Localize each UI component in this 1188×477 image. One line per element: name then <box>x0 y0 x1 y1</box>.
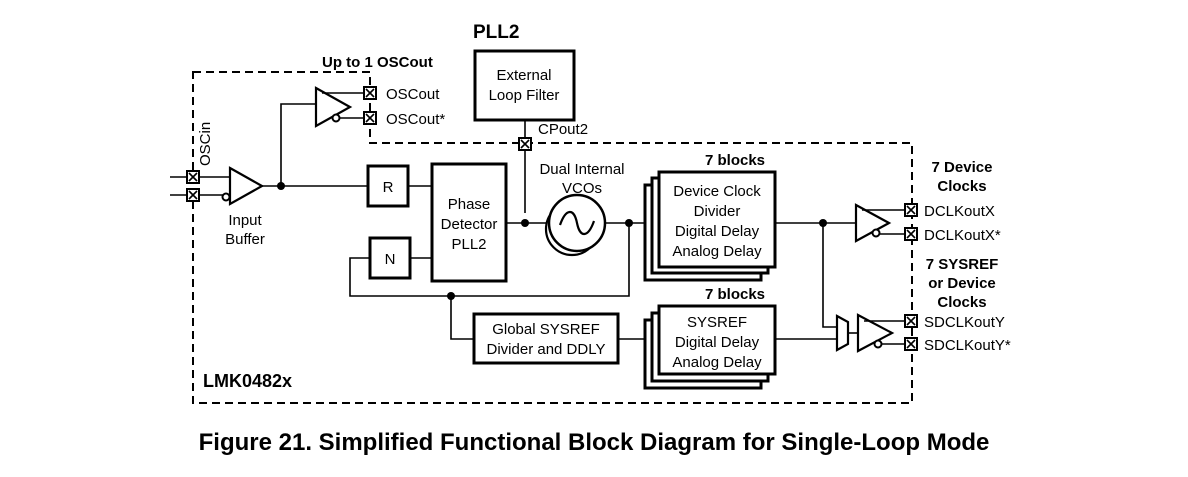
figure-caption: Figure 21. Simplified Functional Block D… <box>199 429 990 456</box>
input-buffer-label-1: Input <box>228 212 262 229</box>
oscin-pos-pin <box>186 170 200 184</box>
oscout-feed-wire <box>280 103 316 186</box>
external-loop-filter-box <box>473 49 576 122</box>
dclk-to-mux-wire <box>822 223 837 328</box>
sysref-out-heading-2: or Device <box>928 275 996 292</box>
pll2-title: PLL2 <box>473 22 519 43</box>
r-divider-label: R <box>383 179 394 196</box>
device-clocks-heading-1: 7 Device <box>932 159 993 176</box>
device-clocks-heading-2: Clocks <box>937 178 986 195</box>
inversion-bubble <box>331 113 341 123</box>
sysref-line1: SYSREF <box>687 314 747 331</box>
sdclkouty-neg-pin <box>904 337 918 351</box>
dclkoutx-neg-label: DCLKoutX* <box>924 227 1001 244</box>
pd-line2: Detector <box>441 216 498 233</box>
oscout-heading: Up to 1 OSCout <box>322 54 433 71</box>
dclk-line4: Analog Delay <box>672 243 762 260</box>
device-clock-block <box>657 170 777 269</box>
sdclkouty-pos-pin <box>904 314 918 328</box>
device-name: LMK0482x <box>203 371 292 391</box>
sysref-line3: Analog Delay <box>672 354 762 371</box>
feedback-wire <box>349 223 630 297</box>
input-buffer-triangle <box>228 166 265 206</box>
dclkoutx-pos-pin <box>904 203 918 217</box>
global-sysref-box <box>472 312 620 365</box>
phase-detector-box <box>430 162 508 283</box>
dclkoutx-pos-label: DCLKoutX <box>924 203 995 220</box>
oscin-label: OSCin <box>197 122 214 166</box>
pd-line3: PLL2 <box>451 236 486 253</box>
n-divider-label: N <box>385 251 396 268</box>
oscout-neg-label: OSCout* <box>386 111 445 128</box>
junction-dot <box>625 219 633 227</box>
vco-oscillator-icon <box>544 193 607 257</box>
cpout2-label: CPout2 <box>538 121 588 138</box>
junction-dot <box>521 219 529 227</box>
sysref-mux <box>835 314 850 352</box>
pd-line1: Phase <box>448 196 491 213</box>
sysref-line2: Digital Delay <box>675 334 760 351</box>
sysref-block <box>657 304 777 376</box>
global-sysref-line1: Global SYSREF <box>492 321 600 338</box>
cpout2-pin <box>518 137 532 151</box>
vco-line2: VCOs <box>562 180 602 197</box>
dclk-line3: Digital Delay <box>675 223 760 240</box>
sdclkouty-pos-label: SDCLKoutY <box>924 314 1005 331</box>
dclk-line1: Device Clock <box>673 183 761 200</box>
oscin-neg-pin <box>186 188 200 202</box>
loop-filter-line1: External <box>496 67 551 84</box>
input-buffer-label-2: Buffer <box>225 231 265 248</box>
sysref-feed-wire <box>450 296 474 340</box>
n-divider-box <box>368 236 412 280</box>
sdclkouty-neg-label: SDCLKoutY* <box>924 337 1011 354</box>
dclk-line2: Divider <box>694 203 741 220</box>
inversion-bubble <box>221 192 231 202</box>
oscout-pos-label: OSCout <box>386 86 440 103</box>
device-boundary <box>192 71 913 404</box>
oscout-neg-pin <box>363 111 377 125</box>
sysref-out-heading-1: 7 SYSREF <box>926 256 999 273</box>
sysref-block-count: 7 blocks <box>705 286 765 303</box>
loop-filter-line2: Loop Filter <box>489 87 560 104</box>
vco-line1: Dual Internal <box>539 161 624 178</box>
dclkoutx-neg-pin <box>904 227 918 241</box>
device-clock-count: 7 blocks <box>705 152 765 169</box>
inversion-bubble <box>873 339 883 349</box>
oscout-pos-pin <box>363 86 377 100</box>
inversion-bubble <box>871 228 881 238</box>
global-sysref-line2: Divider and DDLY <box>487 341 606 358</box>
sysref-out-heading-3: Clocks <box>937 294 986 311</box>
